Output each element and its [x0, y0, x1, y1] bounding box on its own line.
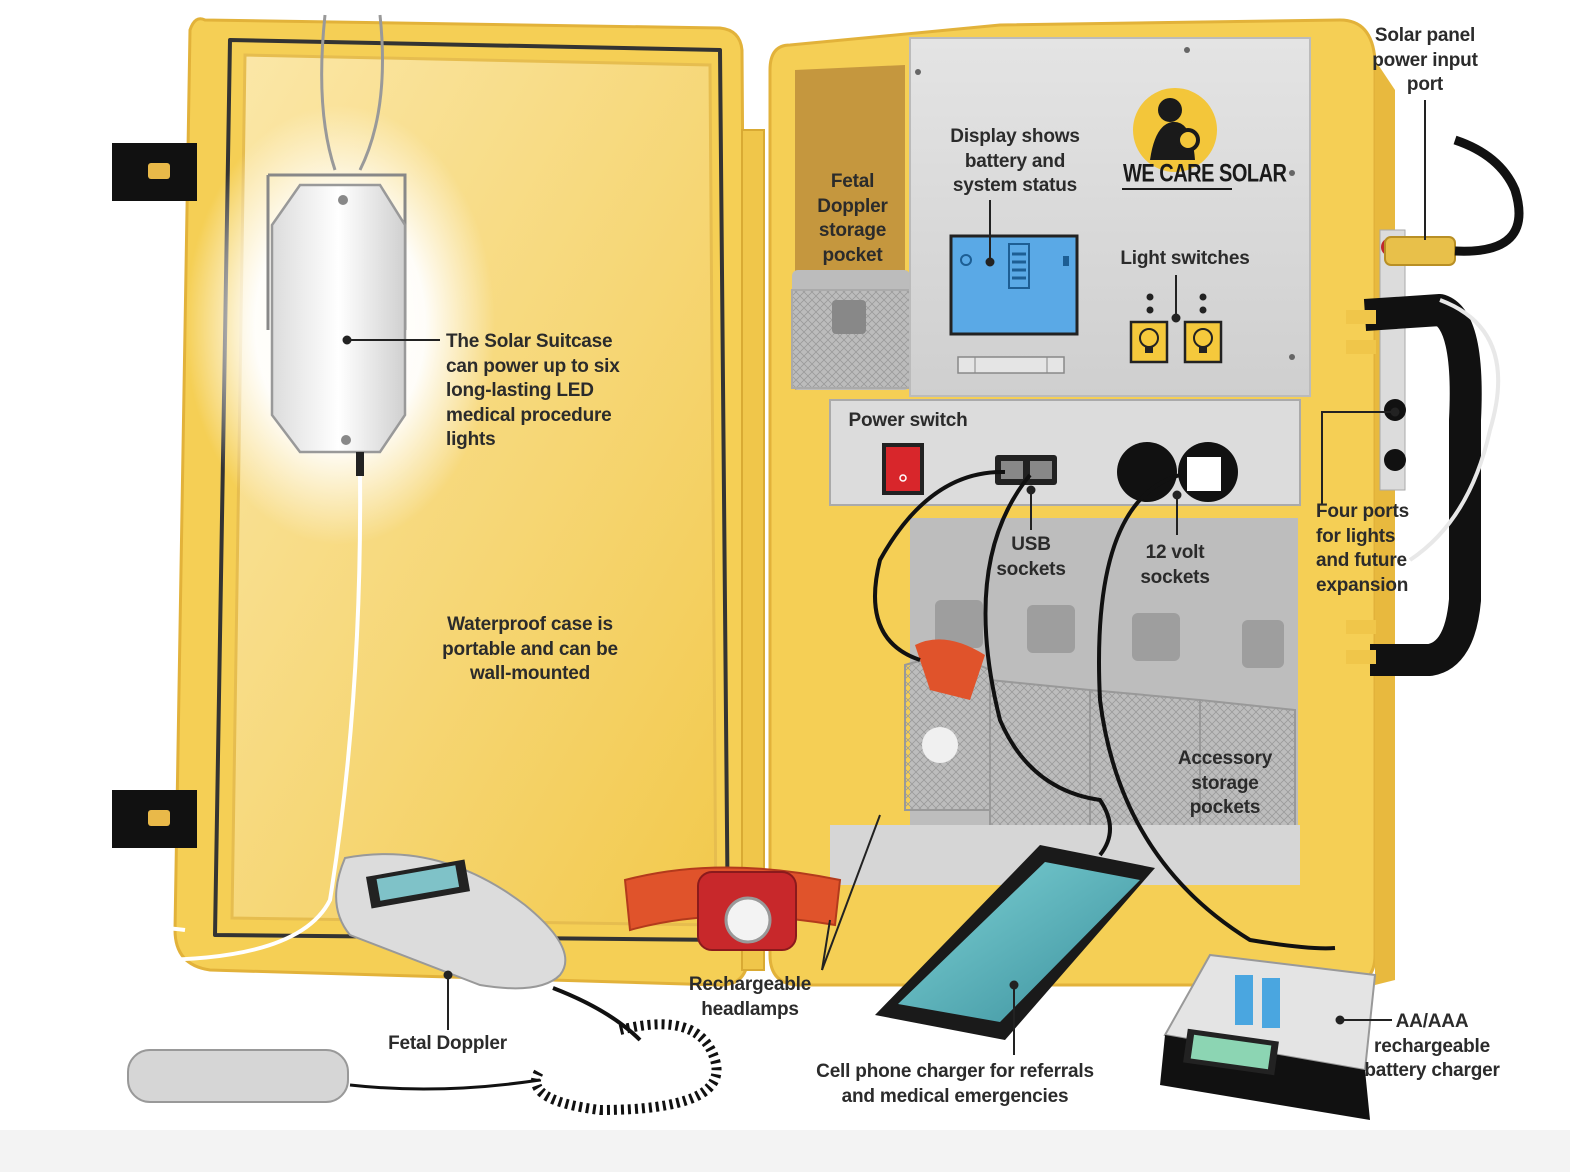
- label-usb-sockets: USB sockets: [996, 534, 1066, 580]
- battery-charger: [1160, 953, 1377, 1120]
- label-waterproof-case: Waterproof case is portable and can be w…: [442, 614, 618, 684]
- label-fetal-doppler: Fetal Doppler: [388, 1033, 507, 1054]
- fetal-doppler-device: [127, 853, 722, 1116]
- label-doppler-storage-pocket: Fetal Doppler storage pocket: [817, 171, 888, 266]
- label-power-switch: Power switch: [848, 410, 968, 431]
- solar-suitcase-illustration: [112, 14, 1524, 1120]
- label-battery-charger: AA/AAA rechargeable battery charger: [1364, 1011, 1500, 1081]
- charging-cables: [873, 469, 1336, 951]
- label-headlamps: Rechargeable headlamps: [688, 974, 812, 1020]
- label-light-switches: Light switches: [1120, 248, 1250, 269]
- label-led-lights: The Solar Suitcase can power up to six l…: [446, 331, 620, 450]
- label-display-status: Display shows battery and system status: [950, 126, 1080, 196]
- page-footer-bar: [0, 1130, 1570, 1172]
- label-solar-panel-input-port: Solar panel power input port: [1372, 25, 1478, 95]
- label-accessory-pockets: Accessory storage pockets: [1177, 748, 1273, 818]
- cell-phone: [875, 845, 1155, 1040]
- label-cell-phone-charger: Cell phone charger for referrals and med…: [816, 1061, 1094, 1107]
- label-four-ports: Four ports for lights and future expansi…: [1316, 501, 1409, 596]
- led-procedure-light: [125, 14, 495, 963]
- label-12-volt-sockets: 12 volt sockets: [1140, 542, 1210, 588]
- we-care-solar-logo: WE CARE SOLAR: [1123, 160, 1287, 188]
- headlamp: [623, 866, 842, 951]
- callout-leader-lines: [342, 100, 1426, 1055]
